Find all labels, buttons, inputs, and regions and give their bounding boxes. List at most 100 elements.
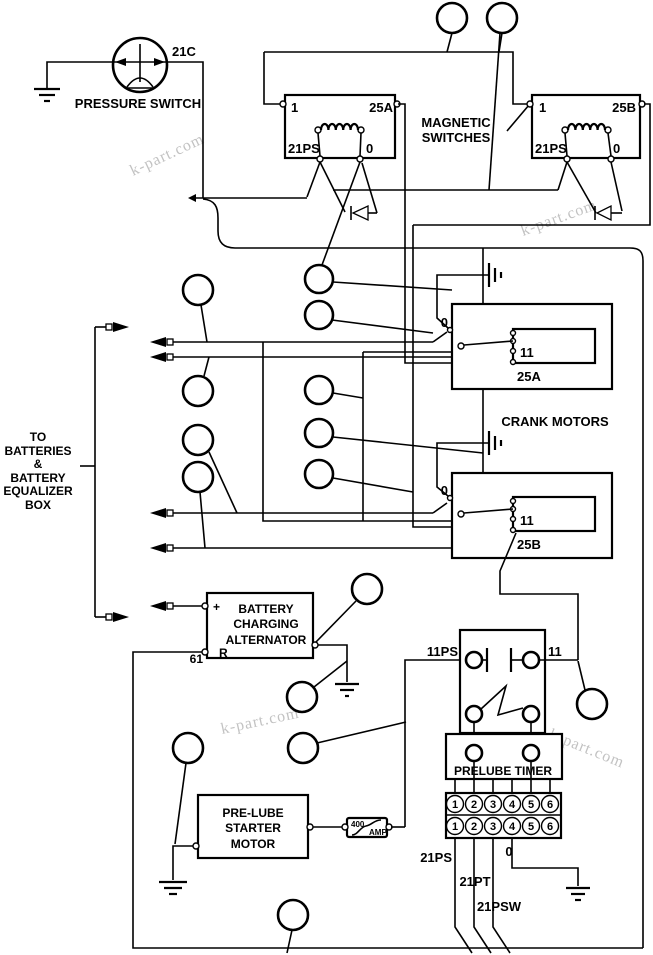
to-batteries-label: BATTERY [10, 471, 65, 485]
contact-circle [464, 743, 484, 763]
wire-label: 21PS [420, 850, 452, 865]
alternator-label: CHARGING [233, 617, 298, 631]
wire-label: 0 [505, 844, 512, 859]
battery-charging-alternator: + R 61 BATTERY CHARGING ALTERNATOR [132, 572, 643, 949]
left-connector-circles [181, 273, 238, 549]
connector-circle [575, 687, 609, 721]
ground-icon [34, 87, 60, 103]
arrow-tail-icon [105, 613, 113, 621]
flasher-zigzag-icon [480, 683, 524, 717]
magnetic-switches-heading: MAGNETIC [421, 115, 491, 130]
contact-arrow-icon [115, 58, 126, 66]
contact-arrow-icon [154, 58, 165, 66]
crank-motor-a: 0 11 25A [436, 263, 614, 391]
cable-arrow-icon [150, 601, 202, 611]
pressure-switch-label: PRESSURE SWITCH [75, 96, 201, 111]
connector-circle [350, 572, 384, 606]
contact-label: 11PS [427, 644, 458, 659]
connector-circle [303, 417, 335, 449]
terminal-label: 21PS [535, 141, 567, 156]
fuse-label: 400 [351, 820, 365, 829]
terminal-label: 0 [441, 315, 448, 330]
ground-icon [487, 431, 503, 455]
contact-circle [521, 743, 541, 763]
connector-circle [181, 460, 215, 494]
connector-circle [181, 423, 215, 457]
terminal-label: R [219, 646, 228, 660]
watermark-text: k-part.com [128, 131, 207, 180]
connector-circle [435, 1, 469, 35]
terminal-label: 11 [520, 345, 534, 360]
mid-frame-wiring [262, 248, 484, 522]
connector-circle [303, 374, 335, 406]
terminal-label: 0 [441, 483, 448, 498]
ground-icon [487, 263, 503, 287]
starter-motor-label: PRE-LUBE [222, 806, 283, 820]
arrow-right-icon [113, 612, 129, 622]
terminal-number: 6 [547, 821, 553, 833]
arrow-right-icon [113, 322, 129, 332]
contact-circle [464, 704, 484, 724]
contact-label: 11 [548, 644, 562, 659]
middle-connector-circles [303, 263, 484, 493]
connector-circle [285, 680, 319, 714]
connector-circle [303, 458, 335, 490]
magnetic-switches-heading: SWITCHES [422, 130, 491, 145]
connector-circle [286, 731, 320, 765]
contact-circle [464, 650, 484, 670]
contact-circle [521, 650, 541, 670]
terminal-label: 25B [612, 100, 636, 115]
wire-label: 21PT [459, 874, 490, 889]
diode-icon [350, 162, 378, 222]
terminal-number: 2 [471, 799, 477, 811]
terminal-label: 25A [369, 100, 393, 115]
connector-circle [485, 1, 519, 35]
watermark-text: k-part.com [519, 197, 600, 240]
watermark-text: k-part.com [219, 705, 301, 738]
diode-icon [594, 204, 622, 222]
arrow-tail-icon [105, 323, 113, 331]
terminal-strip-row-2: 1 2 3 4 5 6 [445, 816, 560, 836]
terminal-number: 5 [528, 821, 534, 833]
terminal-number: 2 [471, 821, 477, 833]
prelube-timer-circuit: 11PS 11 PRELUBE TIMER 1 2 3 4 5 6 1 2 3 … [404, 628, 609, 954]
ground-icon [159, 880, 187, 896]
ground-icon [566, 886, 590, 902]
terminal-number: 6 [547, 799, 553, 811]
to-batteries-label: BOX [25, 498, 51, 512]
terminal-label: 61 [190, 652, 204, 666]
wire-label: 21PSW [477, 899, 522, 914]
terminal-label-21c: 21C [172, 44, 196, 59]
alternator-label: ALTERNATOR [226, 633, 307, 647]
terminal-number: 1 [452, 821, 458, 833]
starter-motor-label: MOTOR [231, 837, 276, 851]
terminal-number: 1 [452, 799, 458, 811]
motor-id-label: 25A [517, 369, 541, 384]
crank-motor-b: 0 11 25B [436, 431, 614, 660]
contact-circle [521, 704, 541, 724]
magnetic-switch-a: 1 25A 21PS 0 [279, 93, 401, 163]
to-batteries-label: TO [30, 430, 46, 444]
battery-leader: TO BATTERIES & BATTERY EQUALIZER BOX [3, 322, 129, 622]
connector-circle [303, 299, 335, 331]
cable-arrow-icon [150, 502, 448, 518]
fuse-400-amp: 400 AMP [341, 816, 393, 839]
prelube-starter-motor: PRE-LUBE STARTER MOTOR 400 AMP [159, 660, 407, 954]
connector-circle [171, 731, 205, 765]
magnetic-switch-b: 1 25B 21PS 0 [526, 93, 646, 163]
prelube-timer-label: PRELUBE TIMER [454, 764, 552, 778]
terminal-number: 3 [490, 821, 496, 833]
connector-circle [181, 374, 215, 408]
terminal-label: 0 [613, 141, 620, 156]
terminal-number: 5 [528, 799, 534, 811]
starter-motor-label: STARTER [225, 821, 281, 835]
fuse-label: AMP [369, 828, 387, 837]
connector-circle [276, 898, 310, 932]
ground-icon [335, 682, 359, 698]
alternator-label: BATTERY [238, 602, 293, 616]
connector-circle [303, 263, 335, 295]
coil-icon [319, 122, 360, 131]
pressure-switch: 21C PRESSURE SWITCH [34, 36, 204, 198]
